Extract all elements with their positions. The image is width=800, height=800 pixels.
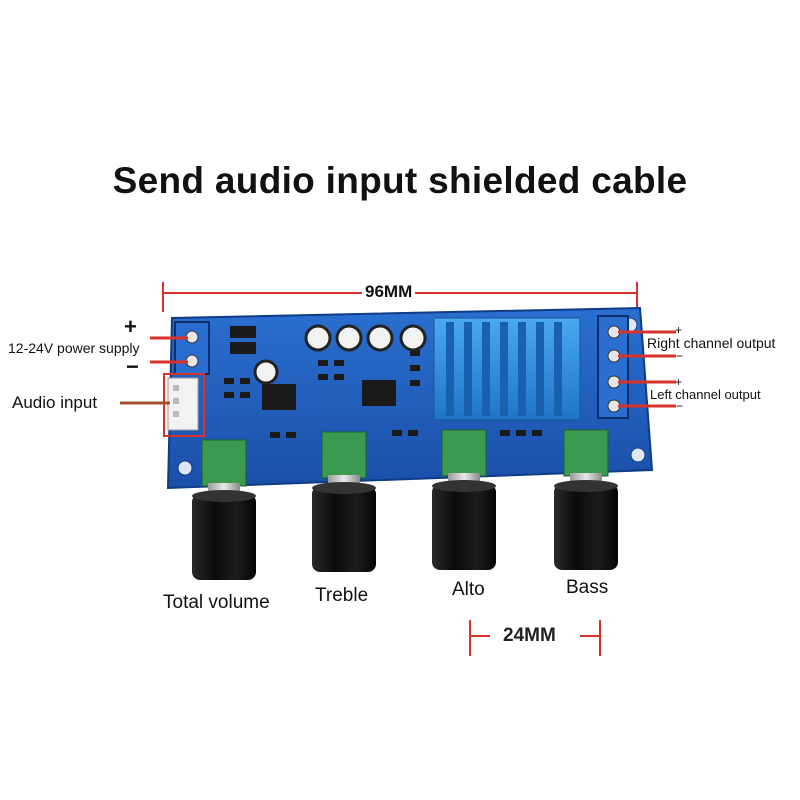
right-channel-output-label: Right channel output [647, 335, 776, 351]
left-minus-sign: − [676, 399, 684, 413]
power-supply-label: 12-24V power supply [8, 340, 140, 356]
right-minus-sign: − [676, 349, 684, 363]
pot-treble [312, 431, 376, 572]
audio-input-connector [163, 373, 205, 437]
knob-label-total-volume: Total volume [163, 592, 270, 613]
left-plus-sign: + [675, 375, 683, 389]
power-plus-sign: + [124, 314, 137, 339]
leader-lines [120, 330, 676, 408]
headline: Send audio input shielded cable [112, 160, 688, 201]
pot-bass [554, 429, 618, 570]
pot-alto [432, 429, 496, 570]
audio-input-label: Audio input [12, 393, 98, 412]
knob-label-alto: Alto [452, 579, 485, 600]
pcb-components [224, 326, 542, 438]
capacitors [253, 324, 427, 385]
knob-pitch-label: 24MM [503, 625, 556, 646]
knob-label-bass: Bass [566, 577, 609, 598]
heatsink [433, 317, 581, 421]
right-plus-sign: + [675, 323, 683, 337]
power-minus-sign: − [126, 354, 139, 379]
knob-label-treble: Treble [315, 585, 369, 606]
pot-total-volume [192, 439, 256, 580]
left-channel-output-label: Left channel output [650, 387, 761, 402]
board-width-label: 96MM [362, 282, 416, 302]
knob-pitch-dimension-line [469, 620, 601, 656]
power-terminal [174, 321, 210, 375]
